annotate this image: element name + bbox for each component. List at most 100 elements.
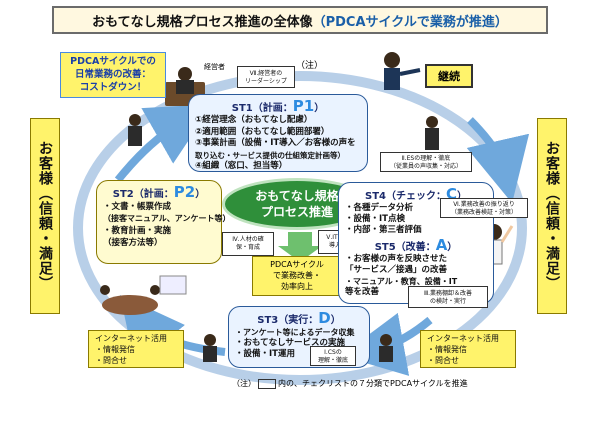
st2-item: ・教育計画・実施: [103, 226, 172, 236]
st4-item: ・内部・第三者評価: [345, 225, 422, 235]
c6-line1: Ⅵ.業務改善の振り返り: [453, 201, 515, 208]
c7-line1: Ⅶ.経営者の: [249, 70, 283, 77]
pc-staff-right: [379, 334, 393, 362]
st1-item: ③事業計画（設備・IT導入／お客様の声を: [195, 138, 356, 148]
note-top: （注）: [296, 61, 324, 71]
st4-item: ・設備・IT点検: [345, 214, 405, 224]
page-title: おもてなし規格プロセス推進の全体像 （PDCAサイクルで業務が推進）: [52, 6, 548, 34]
st4-heading: ST4（チェック：C）: [345, 185, 487, 203]
c3-line2: の検討・実行: [429, 298, 466, 305]
center-arrow-line1: PDCAサイクル: [270, 260, 324, 269]
meeting-figure: [100, 275, 187, 315]
footnote: （注） 内の、チェクリストの７分類でPDCAサイクルを推進: [232, 378, 468, 389]
st1-head-text: ST1（計画：: [231, 103, 293, 114]
continue-figure: [384, 52, 421, 90]
checklist-ii: Ⅱ.ESの理解・徹底 （従業員の声収集・対応）: [380, 152, 472, 172]
internet-box-left: インターネット活用 ・情報発信 ・問合せ: [88, 330, 184, 368]
center-line2: プロセス推進: [260, 205, 333, 219]
st2-box: ST2（計画：P2） ・文書・帳票作成 （接客マニュアル、アンケート等） ・教育…: [96, 180, 231, 264]
st1-item: ②適用範囲（おもてなし範囲部署）: [195, 126, 330, 137]
side-customer-right: お客様（信頼・満足）: [537, 118, 567, 314]
c7-line2: リーダーシップ: [245, 78, 287, 85]
st5-close: ）: [447, 242, 458, 253]
st1-key: P1: [292, 97, 315, 115]
st5-key: A: [435, 236, 448, 254]
st4-close: ）: [457, 191, 467, 202]
st5-item: 「サービス／接遇」の改善: [345, 265, 448, 275]
c1-line2: 理解・徹底: [317, 357, 348, 364]
cycle-ring: [73, 71, 527, 385]
continue-box: 継続: [425, 64, 473, 88]
st4-item: ・各種データ分析: [345, 203, 414, 213]
title-sub: （PDCAサイクルで業務が推進）: [312, 14, 508, 30]
st1-item: ①経営理念（おもてなし配慮）: [195, 115, 313, 125]
st5-heading: ST5（改善：A）: [345, 236, 487, 254]
arrow-st1-to-st4: [466, 117, 530, 204]
checklist-i: Ⅰ.CSの 理解・徹底: [310, 346, 356, 366]
st2-key: P2: [173, 183, 196, 201]
st2-close: ）: [195, 189, 206, 200]
center-arrow-line3: 効率向上: [281, 282, 313, 291]
checklist-vi: Ⅵ.業務改善の振り返り （業務改善検証・対策）: [440, 198, 528, 218]
center-down-arrow: [278, 232, 322, 262]
st2-item: ・文書・帳票作成: [103, 202, 172, 212]
internet-right-line1: インターネット活用: [427, 334, 499, 343]
checklist-iii: Ⅲ.業務棚卸＆改善 の検討・実行: [408, 286, 488, 308]
st5-item: 等を改善: [345, 287, 380, 297]
footnote-box-symbol: [258, 378, 276, 389]
footnote-post: 内の、チェクリストの７分類でPDCAサイクルを推進: [278, 379, 468, 388]
center-arrow-line2: で業務改善・: [273, 271, 321, 280]
internet-box-right: インターネット活用 ・情報発信 ・問合せ: [420, 330, 516, 368]
c4-line2: 保・育成: [235, 244, 260, 251]
staff-figure-right: [425, 116, 439, 150]
st2-item: （接客マニュアル、アンケート等）: [103, 214, 231, 223]
footnote-pre: （注）: [232, 379, 256, 388]
callout-cost-down: PDCAサイクルでの 日常業務の改善： コストダウン！: [60, 52, 166, 98]
internet-right-line2: ・情報発信: [427, 345, 467, 354]
executive-label: 経営者: [204, 63, 225, 71]
st3-close: ）: [330, 315, 341, 326]
c4-line1: Ⅳ.人材の確: [232, 236, 264, 243]
c6-line2: （業務改善検証・対策）: [450, 209, 517, 216]
internet-left-line3: ・問合せ: [95, 356, 127, 365]
internet-left-line1: インターネット活用: [95, 334, 167, 343]
checklist-iv: Ⅳ.人材の確 保・育成: [222, 232, 274, 256]
pc-staff-left: [203, 334, 217, 362]
st3-key: D: [318, 309, 331, 327]
checklist-vii: Ⅶ.経営者の リーダーシップ: [237, 66, 295, 88]
pdca-improvement-box: PDCAサイクル で業務改善・ 効率向上: [252, 256, 342, 296]
st1-box: ST1（計画：P1） ①経営理念（おもてなし配慮） ②適用範囲（おもてなし範囲部…: [188, 94, 368, 172]
st1-heading: ST1（計画：P1）: [195, 97, 361, 115]
st5-item: ・マニュアル・教育、設備・IT: [345, 277, 458, 286]
c3-line1: Ⅲ.業務棚卸＆改善: [423, 290, 473, 297]
st3-item: ・おもてなしサービスの実施: [235, 338, 345, 348]
callout-line1: PDCAサイクルでの: [70, 56, 156, 67]
st4-key: C: [445, 185, 457, 203]
arrow-st4-to-st3: [340, 312, 433, 376]
st2-head-text: ST2（計画：: [112, 189, 174, 200]
st2-heading: ST2（計画：P2）: [103, 183, 215, 201]
arrow-st2-to-st1: [114, 104, 213, 183]
st3-item: ・アンケート等によるデータ収集: [235, 328, 355, 337]
st1-close: ）: [314, 103, 325, 114]
center-line1: おもてなし規格: [255, 189, 339, 203]
side-customer-left: お客様（信頼・満足）: [30, 118, 60, 314]
st4-head-text: ST4（チェック：: [365, 191, 446, 202]
callout-line2: 日常業務の改善：: [74, 69, 151, 80]
internet-right-line3: ・問合せ: [427, 356, 459, 365]
c1-line1: Ⅰ.CSの: [324, 349, 342, 356]
st1-item: ④組織（窓口、担当等）: [195, 160, 288, 171]
c2-line2: （従業員の声収集・対応）: [389, 163, 462, 170]
st3-head-text: ST3（実行：: [257, 315, 319, 326]
st3-heading: ST3（実行：D）: [235, 309, 363, 327]
st5-head-text: ST5（改善：: [374, 242, 436, 253]
callout-line3: コストダウン！: [79, 82, 147, 93]
title-main: おもてなし規格プロセス推進の全体像: [92, 14, 313, 30]
st5-item: ・お客様の声を反映させた: [345, 254, 448, 264]
st3-box: ST3（実行：D） ・アンケート等によるデータ収集 ・おもてなしサービスの実施 …: [228, 306, 370, 368]
c2-line1: Ⅱ.ESの理解・徹底: [401, 155, 451, 162]
internet-left-line2: ・情報発信: [95, 345, 135, 354]
st3-item: ・設備・IT運用: [235, 349, 295, 359]
staff-figure-top-left: [128, 114, 142, 146]
